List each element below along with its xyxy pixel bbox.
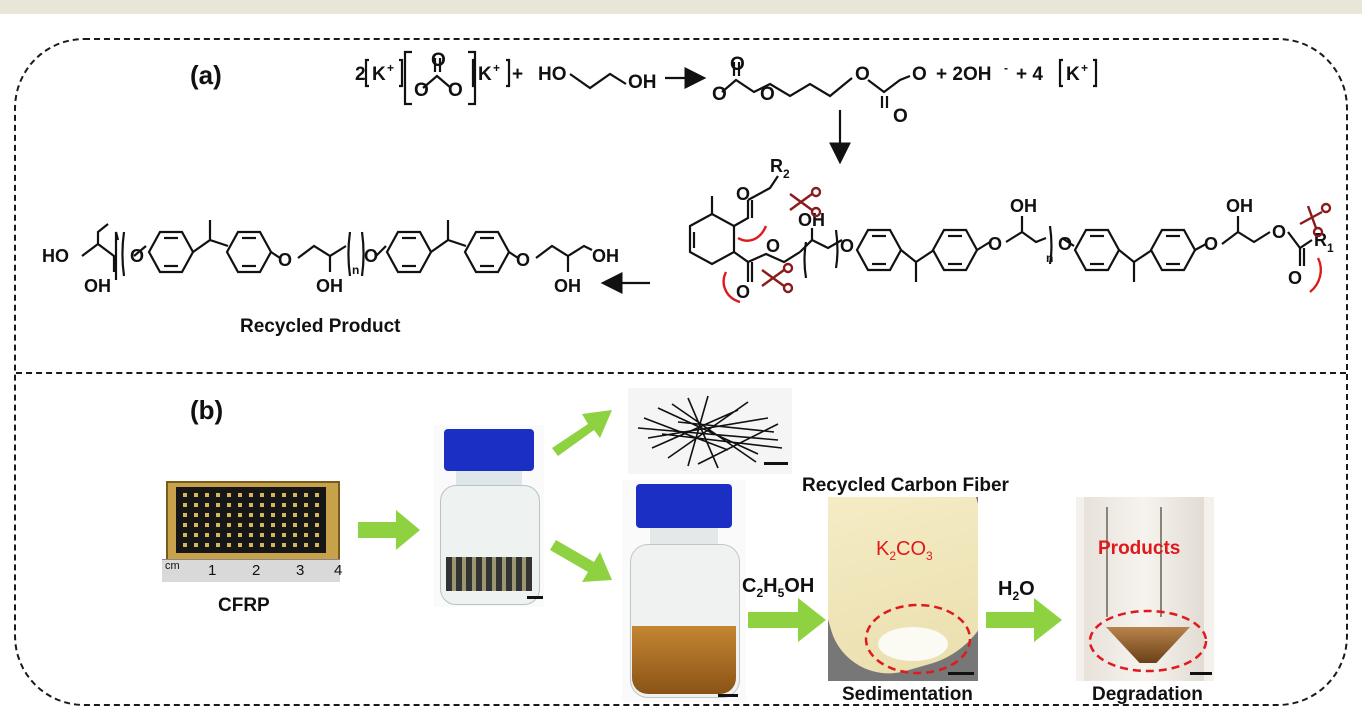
rp-o-1: O [130,246,144,266]
arrow-to-bottle2 [550,540,612,582]
svg-text:-: - [1004,61,1008,75]
rp-o-3: O [364,246,378,266]
net-o-6: O [1058,234,1072,254]
arrow-cfrp-to-bottle [358,510,420,550]
rp-oh-4: OH [592,246,619,266]
panel-label-b: (b) [190,395,224,425]
caption-sedimentation: Sedimentation [842,684,973,705]
cfrp-photo [162,475,340,583]
eg-oh: OH [628,72,657,93]
net-o-5: O [988,234,1002,254]
net-o-7: O [1204,234,1218,254]
net-o-2: O [736,282,750,302]
rp-ho: HO [42,246,69,266]
net-r1-sub: 1 [1327,241,1334,255]
bottle-photo-1 [434,425,544,607]
net-r2-sub: 2 [783,167,790,181]
scale-bar-4 [948,672,974,675]
product-o-left: O [712,84,727,105]
recycled-product-structure [81,220,593,280]
net-o-9: O [1288,268,1302,288]
caption-recycled-product: Recycled Product [240,316,401,337]
net-o-4: O [840,236,854,256]
svg-text:+: + [1081,61,1088,75]
net-r2: R [770,156,783,176]
k2co3-coefficient: 2 [355,64,366,85]
ruler-tick-4: 4 [334,562,343,579]
ruler-tick-1: 1 [208,562,217,579]
caption-recycled-carbon-fiber: Recycled Carbon Fiber [802,475,1009,496]
rp-o-4: O [516,250,530,270]
net-oh-3: OH [1226,196,1253,216]
carbon-fiber-photo [628,388,792,474]
product-o-bottom: O [893,106,908,127]
sedimentation-photo [828,497,978,681]
arrow-to-degradation [986,598,1062,642]
panel-divider [16,372,1346,374]
product-o-right: O [912,64,927,85]
label-products: Products [1098,538,1181,559]
arrow-to-fiber [552,410,612,456]
caption-cfrp: CFRP [218,595,270,616]
net-o-1: O [736,184,750,204]
panel-label-a: (a) [190,60,222,90]
k-charge-right: + [493,61,500,75]
ruler-tick-2: 2 [252,562,261,579]
product-o-bridge2: O [855,64,870,85]
k-charge-left: + [387,61,394,75]
degradation-photo [1076,497,1214,681]
net-oh-2: OH [1010,196,1037,216]
rp-oh-2: OH [316,276,343,296]
scale-bar-5 [1190,672,1212,675]
bottle-photo-2 [622,480,746,702]
eg-ho: HO [538,64,567,85]
plus-sign: + [512,64,523,85]
arrow-to-sedimentation [748,598,826,642]
caption-degradation: Degradation [1092,684,1203,705]
product-oh: + 2OH [936,64,991,85]
rp-o-2: O [278,250,292,270]
reaction-scheme: 2 K + K + + O O O HO OH O O O O O O + 2O… [42,50,1334,304]
product-k-ion: K [1066,64,1080,85]
scale-bar-2 [764,462,788,465]
rp-oh-3: OH [554,276,581,296]
net-n: n [1046,251,1053,265]
net-o-3: O [766,236,780,256]
epoxy-network-structure [688,175,1313,282]
rp-n: n [352,263,359,277]
rp-oh-1: OH [84,276,111,296]
product-k: + 4 [1016,64,1043,85]
k-ion-left: K [372,64,386,85]
ruler-unit: cm [165,560,180,572]
dashed-frame [14,38,1348,706]
label-ethanol: C2H5OH [742,575,815,600]
scale-bar-1 [527,596,543,599]
scissors-icon [761,186,1332,294]
ruler-tick-3: 3 [296,562,305,579]
label-water: H2O [998,578,1035,603]
carbonate-o-right: O [448,80,463,101]
label-k2co3: K2CO3 [876,538,933,563]
top-strip [0,0,1362,14]
product-o-bridge1: O [760,84,775,105]
k-ion-right: K [478,64,492,85]
scale-bar-3 [718,694,738,697]
net-o-8: O [1272,222,1286,242]
